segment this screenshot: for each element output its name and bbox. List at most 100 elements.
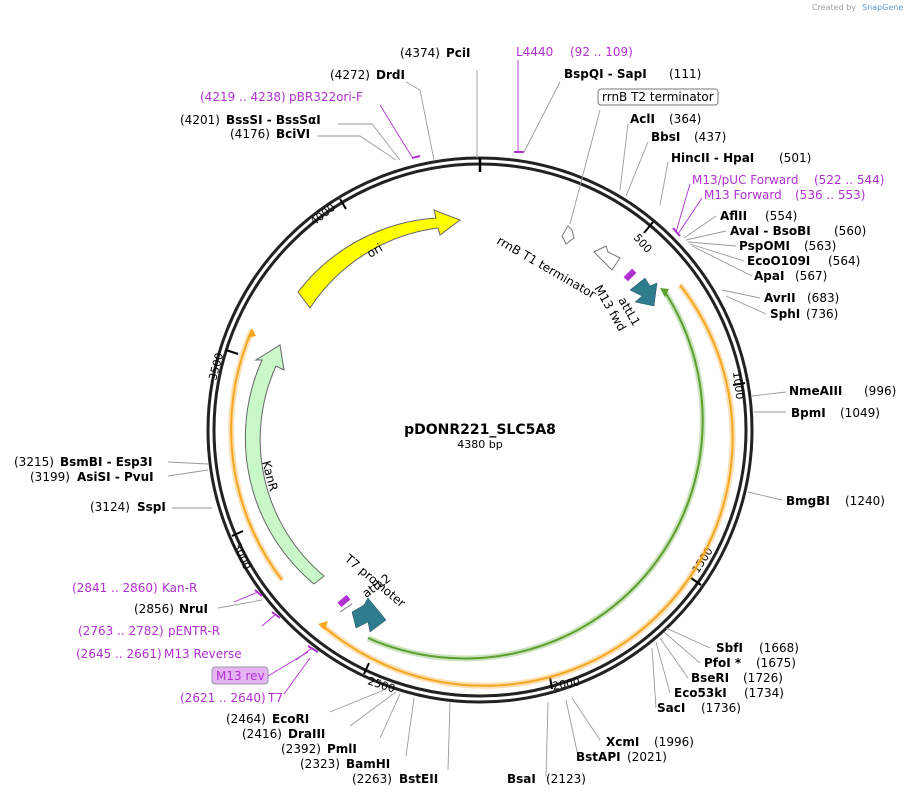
rrnb-t2-box bbox=[597, 88, 719, 106]
site-pos-bstapi: (2021) bbox=[627, 750, 667, 764]
site-pos-avai: (560) bbox=[834, 224, 866, 238]
site-sbfi: SbfI bbox=[716, 641, 743, 655]
site-pos-apai: (567) bbox=[795, 269, 827, 283]
site-bmgbi: BmgBI bbox=[786, 494, 830, 508]
primer-l4440-range: (92 .. 109) bbox=[570, 45, 633, 59]
site-pos-pspomi: (563) bbox=[804, 239, 836, 253]
site-pos-nmeaiii: (996) bbox=[864, 384, 896, 398]
site-pos-beri: (1726) bbox=[743, 671, 783, 685]
primer-kan-r: Kan-R bbox=[162, 581, 197, 595]
svg-text:3000: 3000 bbox=[230, 541, 253, 572]
site-pos-asisi: (3199) bbox=[30, 470, 70, 484]
site-pos-bbsi: (437) bbox=[694, 130, 726, 144]
svg-text:2500: 2500 bbox=[366, 674, 397, 695]
site-pos-bmgbi: (1240) bbox=[845, 494, 885, 508]
primer-l4440: L4440 bbox=[516, 45, 553, 59]
snapgene-brand: SnapGene bbox=[862, 3, 903, 12]
orange-arrowhead bbox=[318, 621, 328, 630]
site-pos-avrii: (683) bbox=[807, 291, 839, 305]
svg-text:2000: 2000 bbox=[551, 675, 581, 693]
site-pos-saci: (1736) bbox=[701, 701, 741, 715]
site-bamhi: BamHI bbox=[346, 757, 390, 771]
site-pos-sbfi: (1668) bbox=[759, 641, 799, 655]
primer-m13-forward-range: (536 .. 553) bbox=[795, 188, 865, 202]
site-beri: BseRI bbox=[691, 671, 729, 685]
site-acli: AclI bbox=[630, 112, 655, 126]
site-pos-xcmi: (1996) bbox=[654, 735, 694, 749]
site-draiii: DraIII bbox=[288, 727, 325, 741]
site-pos-nrui: (2856) bbox=[134, 602, 174, 616]
site-bspqi: BspQI - SapI bbox=[564, 67, 647, 81]
rrnb-t1-arrow bbox=[593, 245, 621, 271]
rrnb-t2-leader bbox=[569, 109, 601, 225]
site-pcii: PciI bbox=[446, 46, 471, 60]
green-feature-glow bbox=[366, 290, 706, 662]
plasmid-size: 4380 bp bbox=[457, 438, 502, 451]
primer-pentr-r-range: (2763 .. 2782) bbox=[78, 624, 164, 638]
t7-promoter-label: T7 promoter bbox=[341, 551, 408, 610]
primer-m13-puc-forward: M13/pUC Forward bbox=[692, 173, 799, 187]
site-pos-pfoi: (1675) bbox=[756, 656, 796, 670]
site-sspi: SspI bbox=[137, 500, 166, 514]
t7-promoter-tick bbox=[339, 603, 353, 613]
site-pos-pcii: (4374) bbox=[400, 46, 440, 60]
site-bsai: BsaI bbox=[507, 772, 536, 786]
site-pos-acli: (364) bbox=[669, 112, 701, 126]
site-drdi: DrdI bbox=[376, 68, 405, 82]
orange-feature-left bbox=[230, 329, 283, 581]
primer-pbr322ori-f-range: (4219 .. 4238) bbox=[200, 90, 286, 104]
site-pos-pmli: (2392) bbox=[281, 742, 321, 756]
site-pos-ecoo109i: (564) bbox=[828, 254, 860, 268]
site-pos-sphi: (736) bbox=[806, 307, 838, 321]
primer-t7-range: (2621 .. 2640) bbox=[180, 691, 266, 705]
green-arrowhead bbox=[660, 288, 669, 297]
tick-marks bbox=[225, 198, 746, 690]
site-ecoo109i: EcoO109I bbox=[747, 254, 810, 268]
kanr-arrow bbox=[244, 344, 325, 585]
primer-m13-reverse-range: (2645 .. 2661) bbox=[76, 647, 162, 661]
site-pos-bpmi: (1049) bbox=[840, 406, 880, 420]
svg-text:500: 500 bbox=[631, 231, 655, 255]
plasmid-name: pDONR221_SLC5A8 bbox=[404, 422, 556, 438]
site-pos-sspi: (3124) bbox=[90, 500, 130, 514]
primer-m13-reverse: M13 Reverse bbox=[164, 647, 242, 661]
primer-kan-r-range: (2841 .. 2860) bbox=[72, 581, 158, 595]
site-pos-draiii: (2416) bbox=[242, 727, 282, 741]
site-pos-ecori: (2464) bbox=[226, 712, 266, 726]
site-avai: AvaI - BsoBI bbox=[730, 224, 811, 238]
site-eco53ki: Eco53kI bbox=[674, 686, 727, 700]
site-bstapi: BstAPI bbox=[576, 750, 621, 764]
attl2-arrow bbox=[351, 597, 387, 633]
ori-arrow bbox=[297, 209, 462, 309]
site-bpmi: BpmI bbox=[791, 406, 826, 420]
site-bsssi: BssSI - BssSαI bbox=[226, 113, 321, 127]
orange-feature-right bbox=[321, 284, 734, 687]
site-apai: ApaI bbox=[754, 269, 784, 283]
site-pfoi: PfoI * bbox=[704, 656, 742, 670]
site-pspomi: PspOMI bbox=[739, 239, 790, 253]
site-ecori: EcoRI bbox=[272, 712, 309, 726]
rrnb-t1-label: rrnB T1 terminator bbox=[495, 233, 599, 301]
site-xcmi: XcmI bbox=[606, 735, 639, 749]
orange-left-arrowhead bbox=[247, 328, 256, 338]
site-pos-aflii: (554) bbox=[765, 209, 797, 223]
ori-label: ori bbox=[365, 241, 386, 261]
site-pos-bsssi: (4201) bbox=[180, 113, 220, 127]
primer-pbr322ori-f: pBR322ori-F bbox=[289, 90, 363, 104]
site-pos-bcivi: (4176) bbox=[230, 127, 270, 141]
m13-fwd-marker bbox=[623, 268, 637, 282]
site-sphi: SphI bbox=[770, 307, 800, 321]
site-pos-hincii: (501) bbox=[779, 151, 811, 165]
credit-text: Created by bbox=[812, 3, 856, 12]
rrnb-t2-arrow bbox=[561, 225, 575, 245]
t7-promoter-marker bbox=[337, 594, 351, 608]
site-pos-bsmbi: (3215) bbox=[14, 455, 54, 469]
svg-text:4000: 4000 bbox=[308, 201, 338, 228]
site-nrui: NruI bbox=[179, 602, 208, 616]
site-pos-drdi: (4272) bbox=[330, 68, 370, 82]
green-feature bbox=[367, 291, 704, 660]
attl1-arrow bbox=[629, 277, 658, 307]
site-pmli: PmlI bbox=[327, 742, 357, 756]
site-bsmbi: BsmBI - Esp3I bbox=[60, 455, 152, 469]
